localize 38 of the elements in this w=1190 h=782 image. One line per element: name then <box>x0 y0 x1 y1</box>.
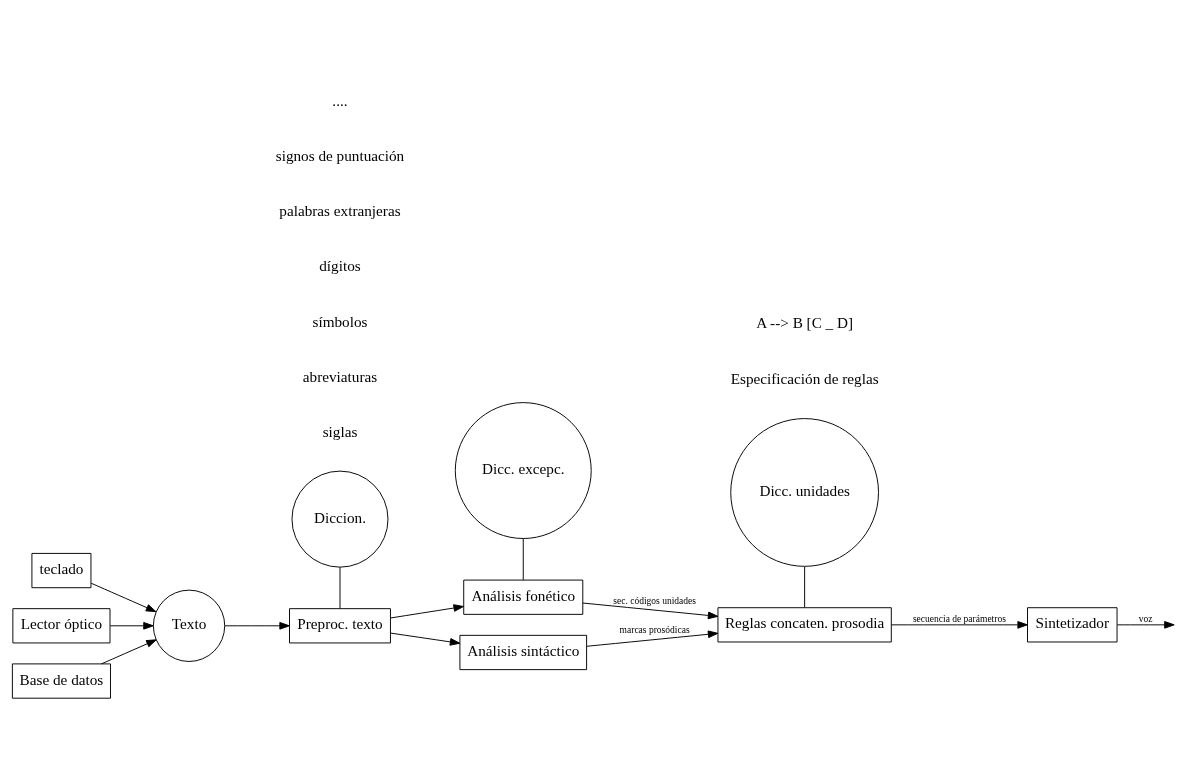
edge-label: voz <box>1138 613 1153 624</box>
connector <box>804 565 806 608</box>
node-box: Base de datos <box>11 662 111 699</box>
edge-label: secuencia de parámetros <box>912 613 1006 624</box>
connector <box>522 537 524 580</box>
arrow <box>390 632 461 646</box>
arrow <box>224 621 290 630</box>
arrow <box>586 630 719 647</box>
label: símbolos <box>312 312 368 330</box>
edge-label: marcas prosódicas <box>619 624 690 635</box>
node-box: Preproc. texto <box>289 607 391 643</box>
connector <box>339 566 341 609</box>
node-box: Análisis fonético <box>463 579 584 615</box>
label: abreviaturas <box>302 367 378 385</box>
node-box: Sintetizador <box>1027 606 1118 642</box>
label: A --> B [C _ D] <box>756 313 854 331</box>
arrow <box>891 620 1028 629</box>
label: signos de puntuación <box>275 146 405 164</box>
node-circle: Dicc. excepc. <box>454 401 592 539</box>
edge-label: sec. códigos unidades <box>613 595 696 606</box>
label: Especificación de reglas <box>730 369 879 387</box>
node-box: teclado <box>31 552 92 588</box>
node-box: Análisis sintáctico <box>459 634 588 670</box>
arrow <box>109 621 154 630</box>
arrow <box>1116 620 1175 629</box>
arrow <box>390 603 464 618</box>
arrow <box>582 602 719 619</box>
node-circle: Texto <box>152 589 226 662</box>
node-circle: Dicc. unidades <box>730 417 879 567</box>
label: palabras extranjeras <box>279 201 401 219</box>
node-box: Lector óptico <box>12 607 111 643</box>
node-circle: Diccion. <box>291 470 389 568</box>
label: dígitos <box>319 256 361 274</box>
arrow <box>90 582 157 612</box>
arrow <box>101 638 157 664</box>
label: siglas <box>322 422 358 440</box>
node-box: Reglas concaten. prosodia <box>717 606 892 642</box>
label: .... <box>332 91 348 109</box>
